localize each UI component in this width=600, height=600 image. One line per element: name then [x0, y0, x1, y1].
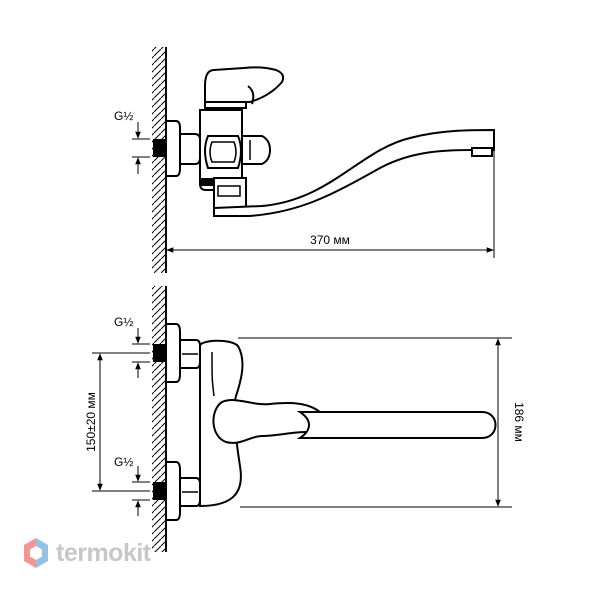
wall-hatch-front — [152, 286, 166, 552]
spout-front — [296, 411, 497, 439]
thread-stub-bottom — [153, 482, 166, 500]
spout-side — [213, 128, 495, 217]
wall-flange-bottom — [165, 461, 181, 521]
length-label: 370 мм — [310, 233, 350, 247]
thread-stub-side — [153, 139, 166, 157]
lever-handle-side — [204, 66, 285, 103]
front-view: 186 мм 150±20 мм G½ G½ — [84, 286, 526, 552]
spacing-label: 150±20 мм — [84, 392, 98, 452]
nut-side — [179, 133, 201, 165]
lever-detail-side — [247, 85, 255, 105]
wall-flange-top — [165, 323, 181, 383]
body-detail-front — [211, 351, 215, 397]
thread-label-front-top: G½ — [114, 315, 133, 329]
cartridge-inner-side — [209, 141, 237, 163]
side-view: 370 мм G½ — [114, 47, 495, 273]
spout-base-inner — [217, 185, 241, 197]
thread-label-front-bottom: G½ — [114, 455, 133, 469]
diverter-knob-side — [241, 135, 272, 165]
wall-hatch-side — [152, 47, 166, 273]
thread-stub-top — [153, 344, 166, 362]
aerator-side — [471, 147, 493, 157]
thread-label-side: G½ — [114, 109, 133, 123]
wall-flange-side — [165, 120, 181, 177]
spout-base-ring — [200, 178, 214, 186]
termokit-logo-text: termokit — [56, 538, 151, 567]
height-label: 186 мм — [512, 402, 526, 442]
termokit-logo-icon — [24, 538, 48, 568]
termokit-watermark: termokit — [22, 536, 151, 570]
